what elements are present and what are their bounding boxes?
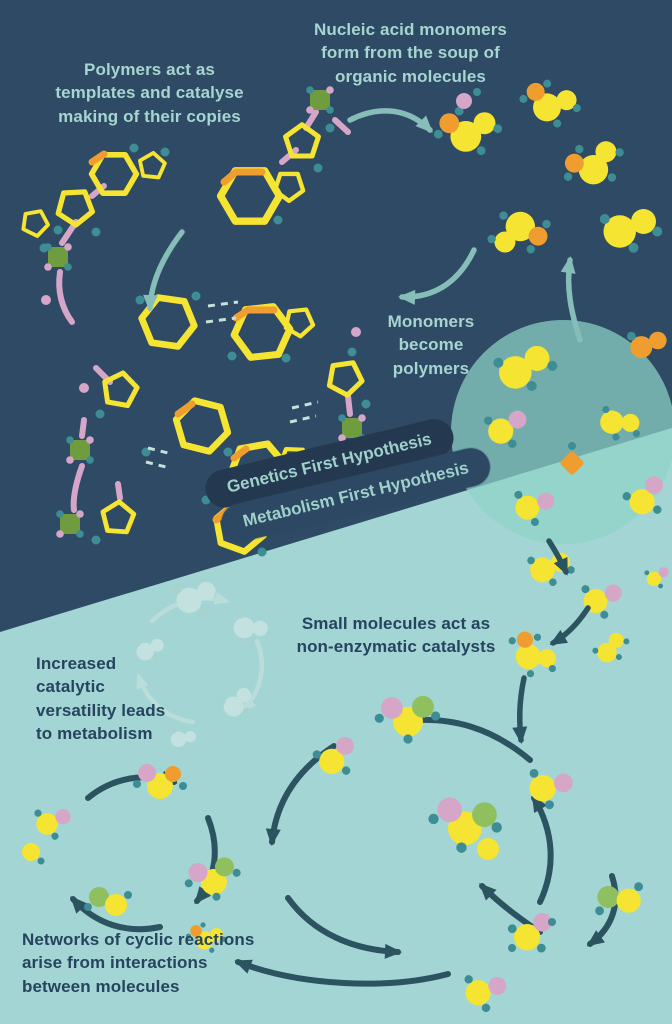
faded-reaction-cycle xyxy=(134,581,271,753)
caption-networks-cyclic: Networks of cyclic reactions arise from … xyxy=(22,930,255,996)
cycle-arrow xyxy=(285,895,402,959)
cycle-arrow xyxy=(194,815,218,905)
large-reaction-cycle xyxy=(234,695,649,1016)
flow-arrow xyxy=(549,605,591,646)
cycle-arrow xyxy=(531,794,554,905)
arrow-monomers-to-polymers xyxy=(398,247,477,305)
arrow-to-cycle xyxy=(512,675,528,744)
arrow-soup-to-monomers xyxy=(560,256,583,343)
caption-monomers-become-polymers: Monomers become polymers xyxy=(387,312,475,378)
arrow-template-copy xyxy=(143,229,185,312)
monomer-clusters xyxy=(433,73,663,261)
caption-small-molecules: Small molecules act as non-enzymatic cat… xyxy=(296,614,496,657)
arrow-caption-to-monomers xyxy=(347,108,433,133)
caption-monomers-form: Nucleic acid monomers form from the soup… xyxy=(314,20,507,86)
metabolism-region-background xyxy=(0,428,672,1024)
flow-arrow xyxy=(546,538,569,576)
caption-increased-catalytic: Increased catalytic versatility leads to… xyxy=(36,654,166,744)
cycle-arrow xyxy=(70,896,163,933)
metabolism-flow-arrows xyxy=(512,538,591,744)
arrow-to-networks-caption xyxy=(234,959,451,987)
caption-polymers-template: Polymers act as templates and catalyse m… xyxy=(55,60,244,126)
flow-arrow xyxy=(586,873,619,947)
genetics-flow-arrows xyxy=(143,108,583,343)
left-reaction-cycle xyxy=(22,764,245,955)
polymer-illustration xyxy=(20,86,371,556)
hydrogen-bond-dashes xyxy=(145,300,319,470)
